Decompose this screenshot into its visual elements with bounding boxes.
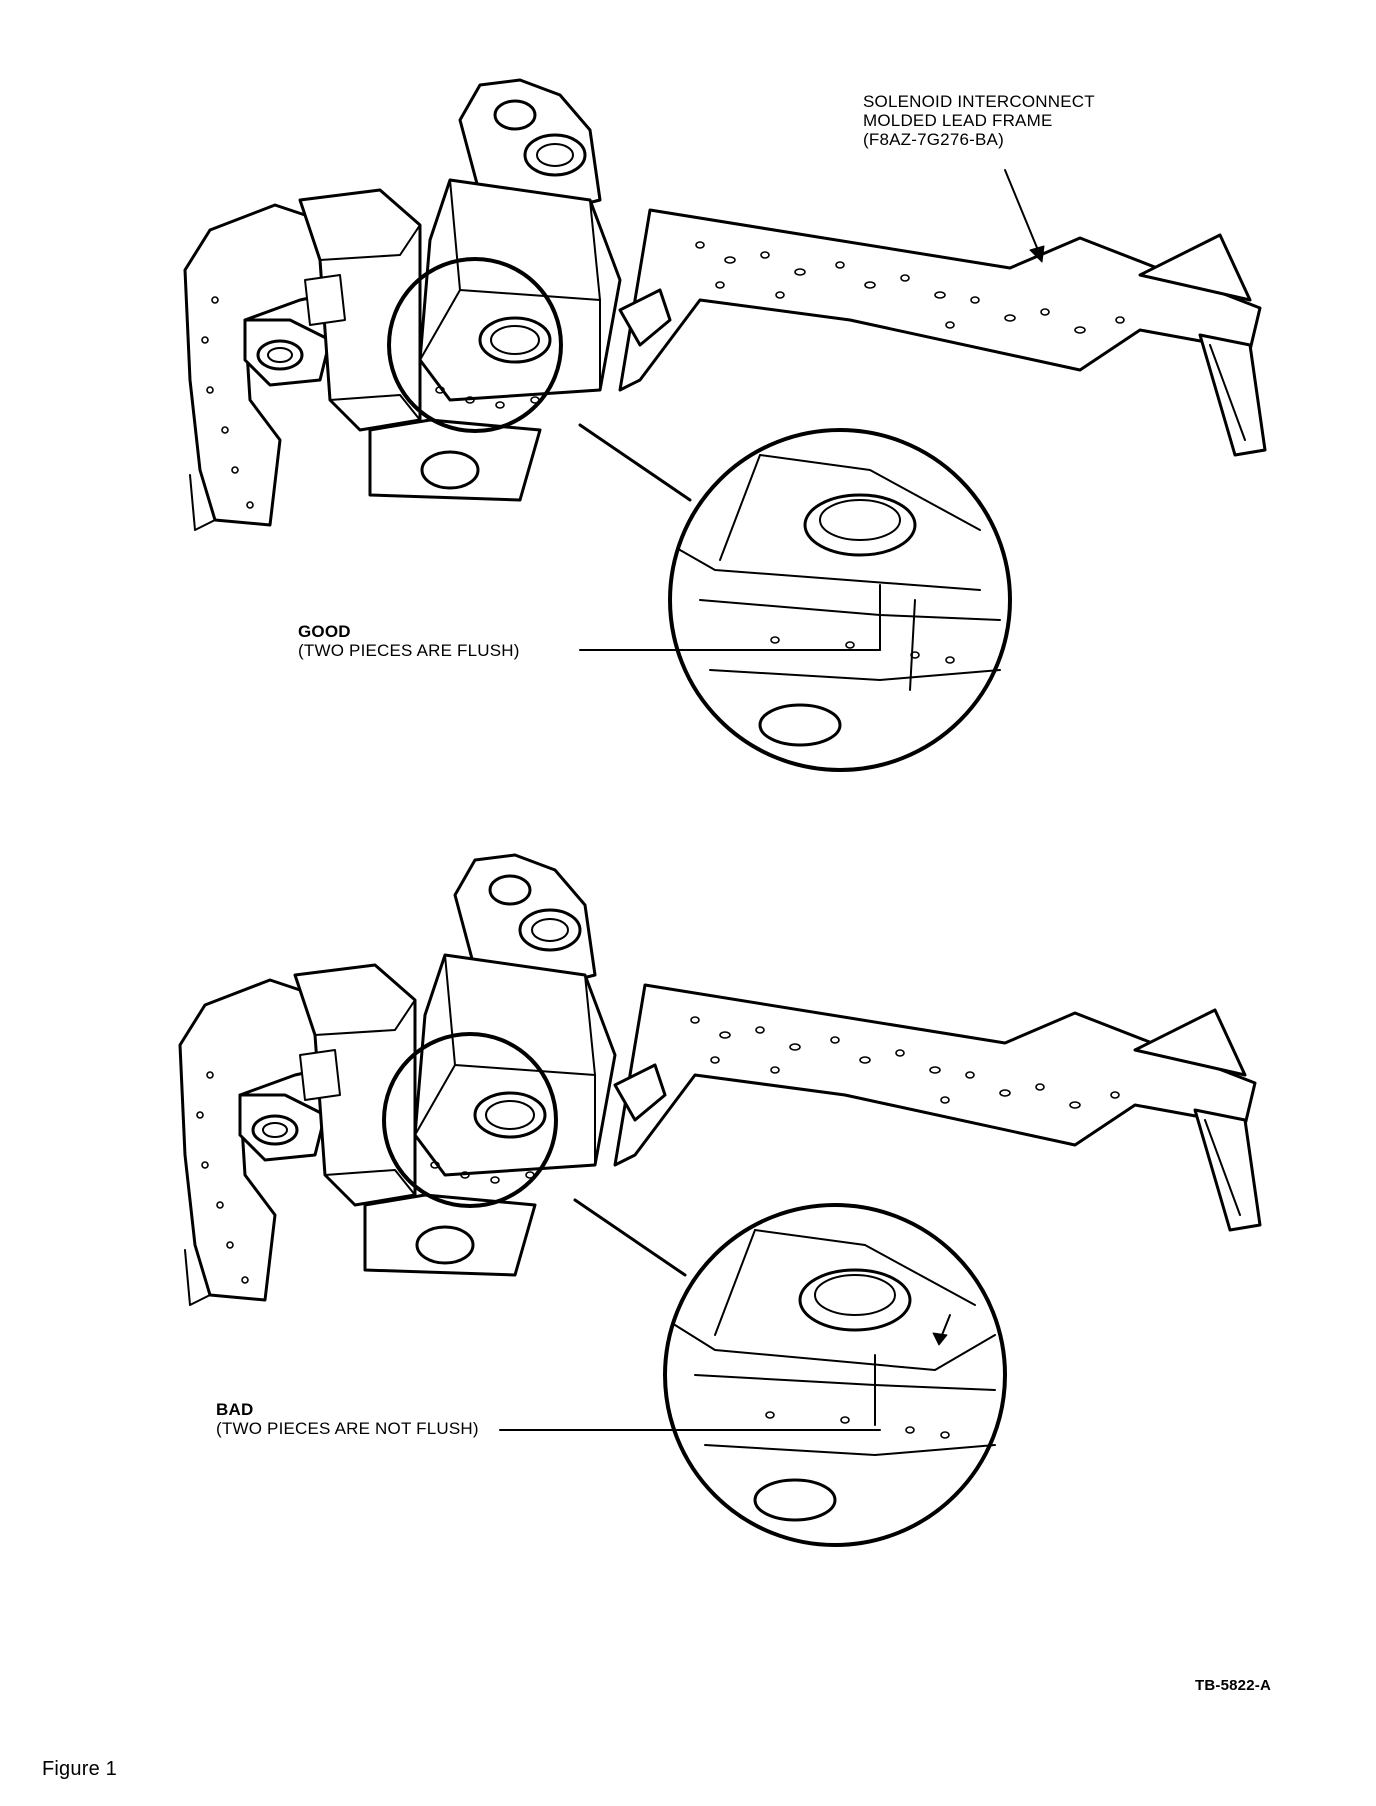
assembly-good (183, 78, 1267, 772)
assembly-bad (178, 853, 1262, 1547)
magnify-circle-good-small (387, 257, 563, 433)
lead-frame-callout: SOLENOID INTERCONNECT MOLDED LEAD FRAME … (863, 92, 1095, 149)
bad-title: BAD (216, 1400, 254, 1419)
bad-detail: (TWO PIECES ARE NOT FLUSH) (216, 1419, 479, 1438)
lead-frame-line-2: MOLDED LEAD FRAME (863, 111, 1053, 130)
good-detail: (TWO PIECES ARE FLUSH) (298, 641, 520, 660)
bad-callout: BAD (TWO PIECES ARE NOT FLUSH) (216, 1400, 479, 1438)
magnify-circle-bad-small (382, 1032, 558, 1208)
good-title: GOOD (298, 622, 351, 641)
lead-frame-line-1: SOLENOID INTERCONNECT (863, 92, 1095, 111)
good-callout: GOOD (TWO PIECES ARE FLUSH) (298, 622, 520, 660)
leader-lead-frame (1004, 169, 1041, 256)
figure-caption: Figure 1 (42, 1758, 117, 1780)
detail-circle-bad (663, 1203, 1007, 1547)
reference-code: TB-5822-A (1195, 1677, 1271, 1694)
detail-circle-good (668, 428, 1012, 772)
lead-frame-line-3: (F8AZ-7G276-BA) (863, 130, 1004, 149)
